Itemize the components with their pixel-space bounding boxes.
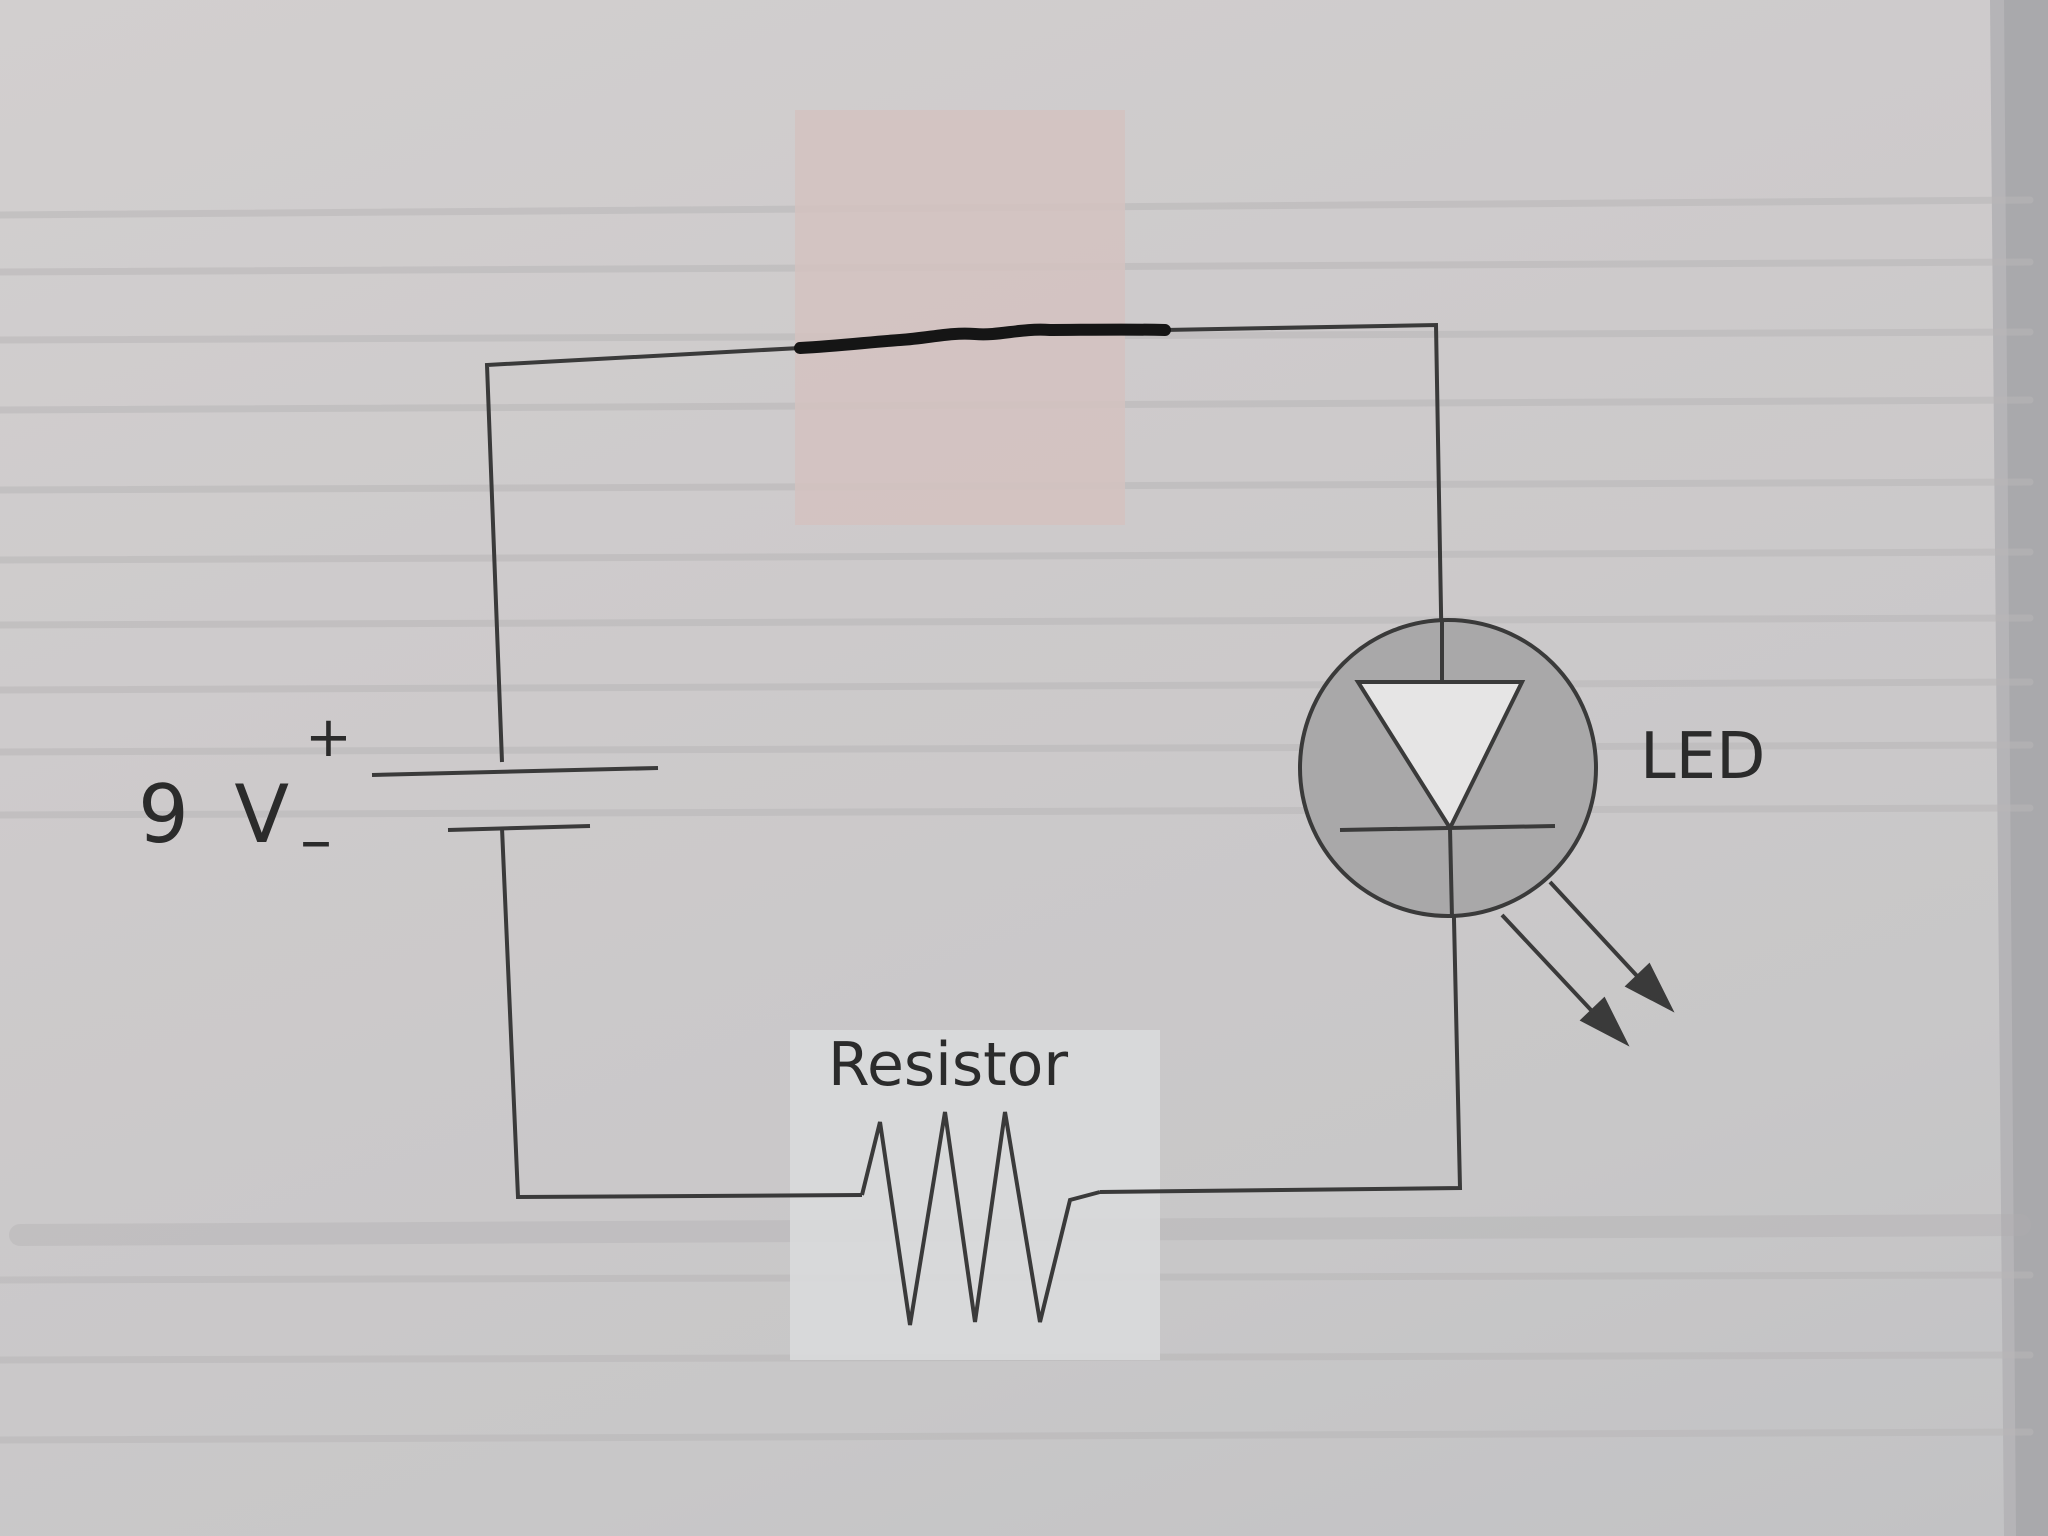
wire-right-bottom <box>1099 829 1463 1194</box>
wire-left-bottom <box>500 827 863 1200</box>
led-cathode-bar <box>1339 824 1556 832</box>
page-shadow <box>1990 0 2016 1536</box>
battery-plus-sign: + <box>305 705 352 770</box>
wire-left-top <box>484 346 801 763</box>
battery-negative-plate <box>447 824 591 832</box>
arrow-head-icon <box>1579 996 1630 1047</box>
led-lead-bottom <box>1448 827 1454 919</box>
bleed-line <box>0 614 2034 629</box>
tinted-patch <box>795 110 1125 525</box>
arrow-head-icon <box>1624 962 1675 1013</box>
battery-voltage-label: 9 V <box>138 768 299 861</box>
bleed-line <box>0 804 2034 819</box>
led-label: LED <box>1640 720 1765 794</box>
resistor-zigzag <box>860 1111 1101 1326</box>
light-arrow-line <box>1500 913 1607 1027</box>
bleed-line <box>0 548 2034 564</box>
led-light-arrows <box>1500 880 1675 1047</box>
bleed-line <box>0 741 2034 756</box>
bleed-line <box>0 678 2034 694</box>
light-arrow-line <box>1548 880 1652 992</box>
bleed-line <box>0 1428 2034 1444</box>
battery <box>371 766 659 832</box>
marker-line <box>794 323 1171 354</box>
led <box>1298 618 1598 919</box>
battery-positive-plate <box>371 766 659 777</box>
resistor-label: Resistor <box>828 1030 1068 1100</box>
battery-minus-sign: – <box>300 804 332 878</box>
circuit-wires <box>484 322 1463 1200</box>
wire-top-right <box>1164 322 1444 669</box>
